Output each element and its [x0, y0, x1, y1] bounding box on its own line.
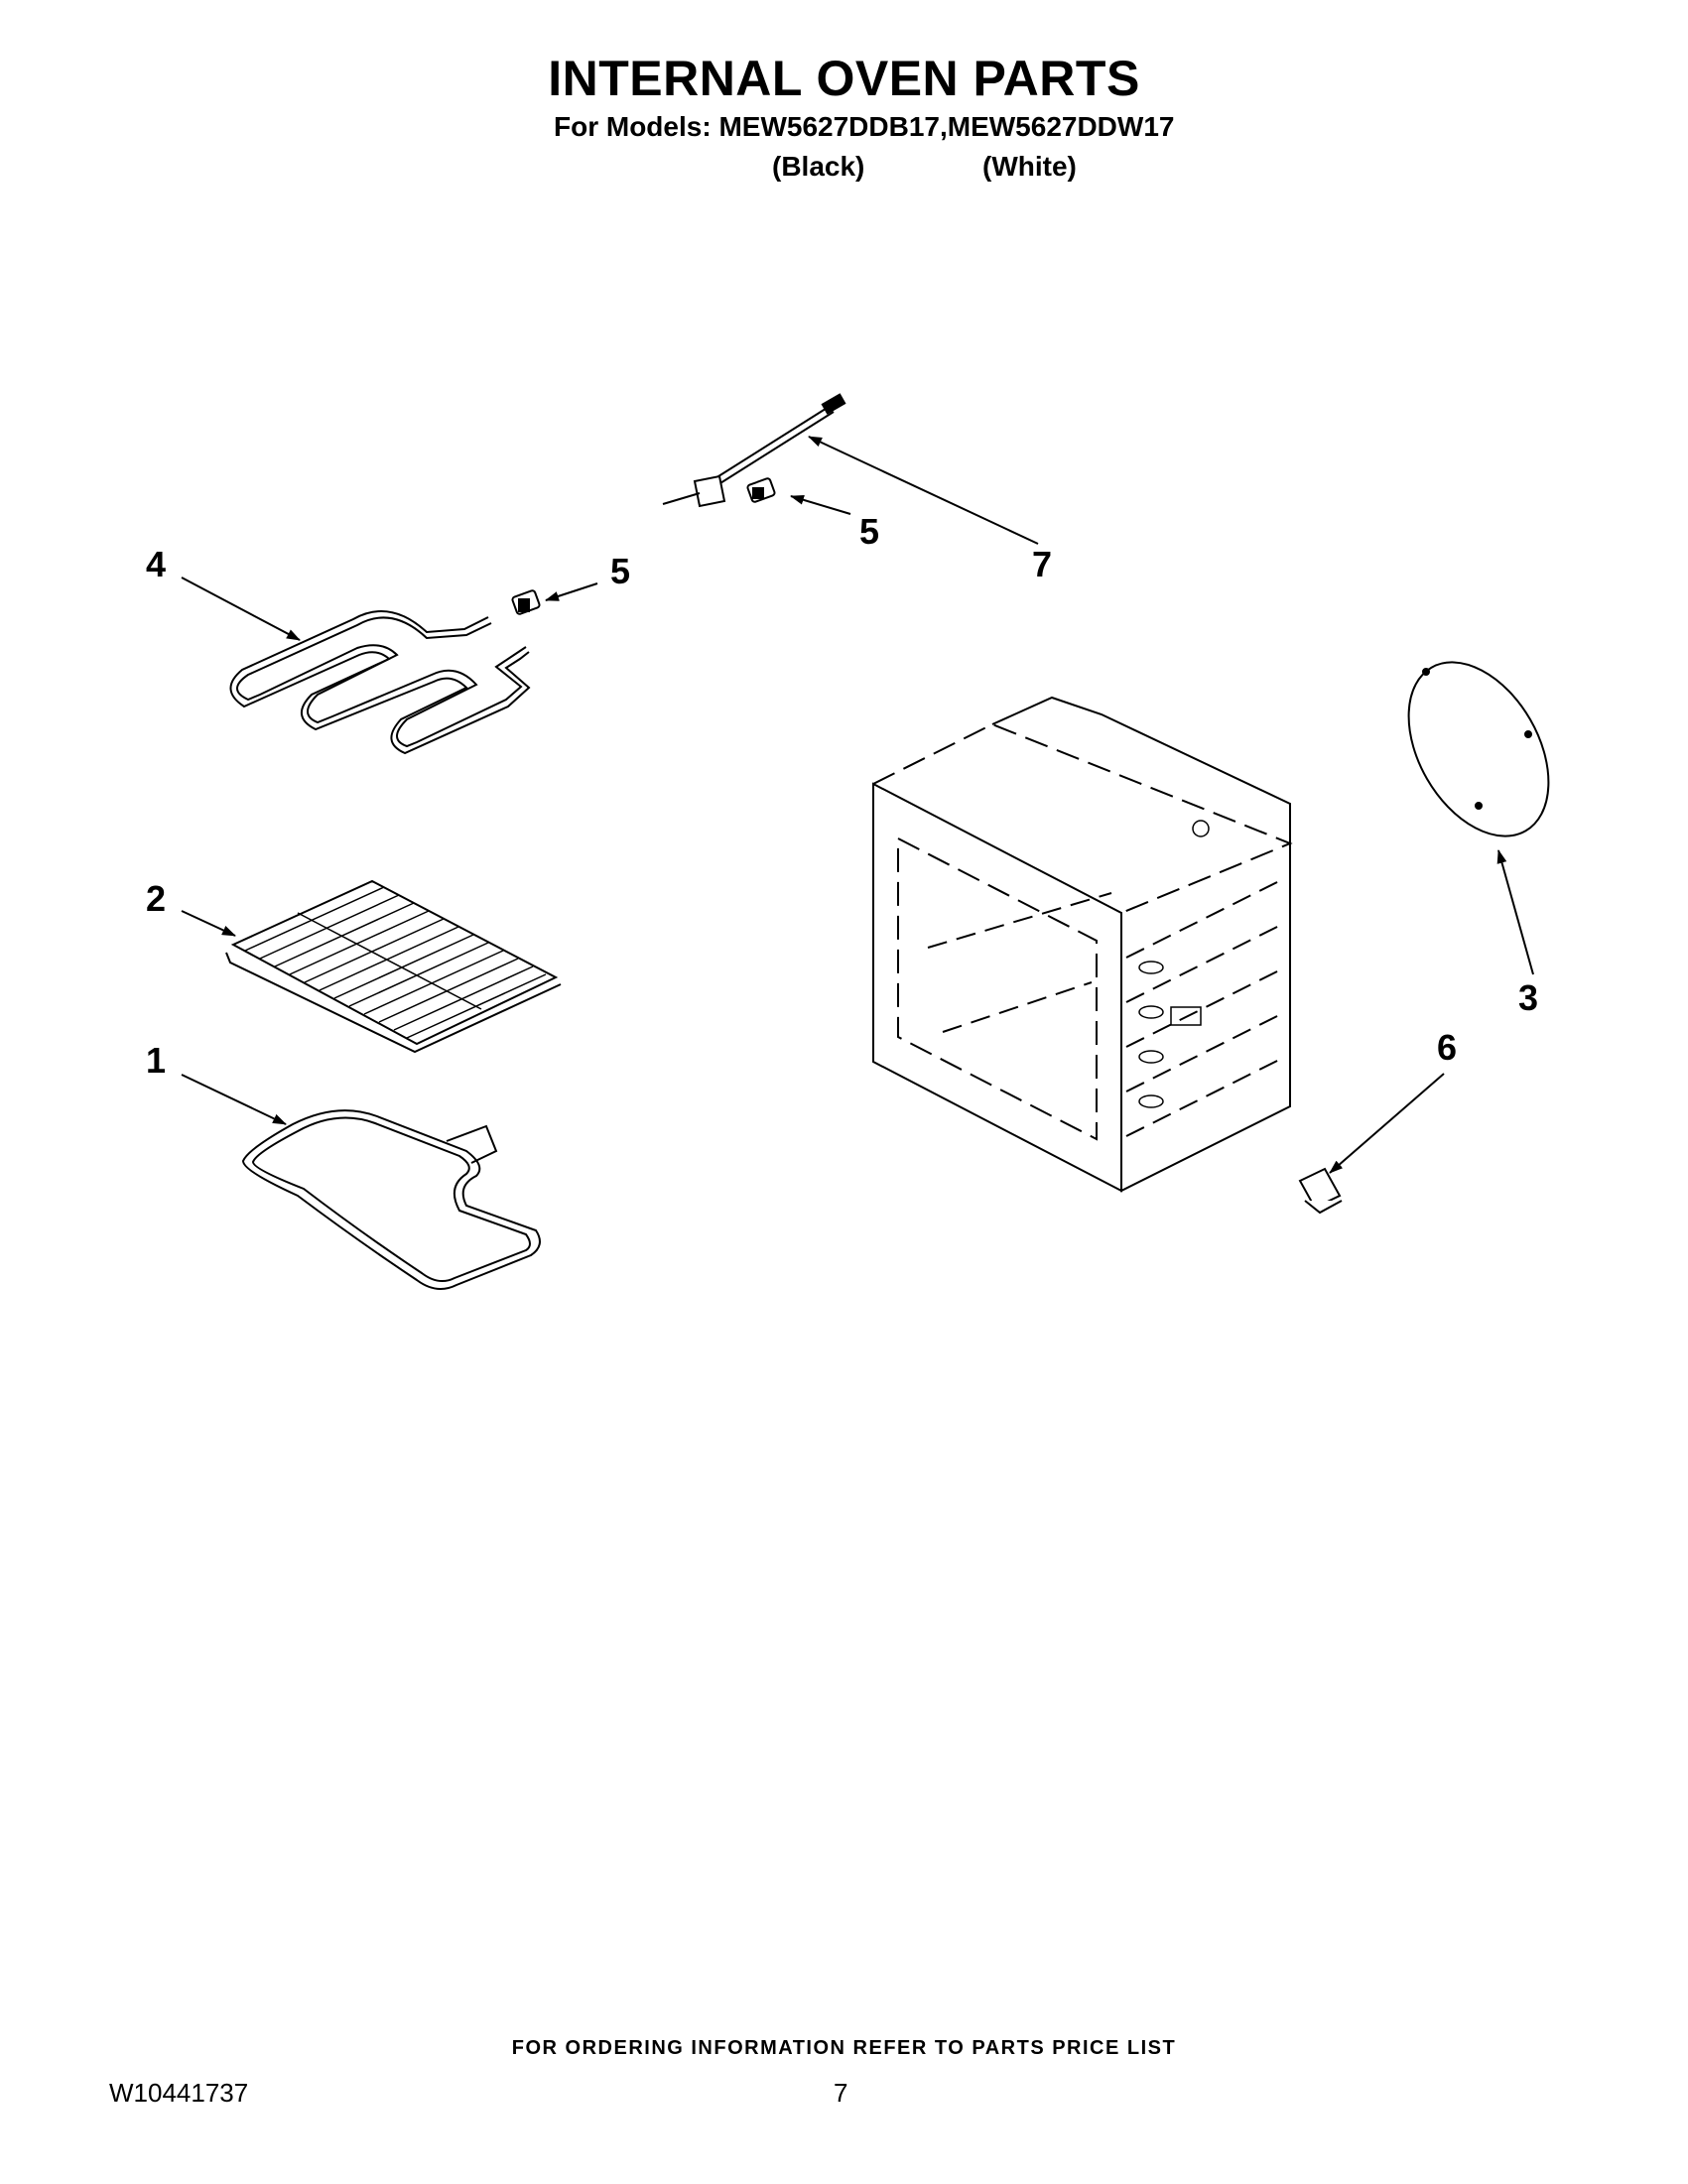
- callout-7: 7: [1032, 544, 1053, 584]
- oven-light-cover: [1407, 661, 1550, 837]
- variant-white-label: (White): [982, 151, 1077, 182]
- leader-arrow-5-left: [545, 582, 598, 601]
- screw-left: [511, 589, 541, 615]
- variant-black-label: (Black): [772, 151, 865, 182]
- callout-4: 4: [146, 544, 167, 584]
- leader-arrow-4: [181, 577, 301, 641]
- callout-1: 1: [146, 1040, 167, 1081]
- leader-arrow-3: [1496, 849, 1534, 975]
- callout-3: 3: [1518, 977, 1539, 1018]
- callout-2: 2: [146, 878, 167, 919]
- models-line: For Models: MEW5627DDB17,MEW5627DDW17: [554, 111, 1175, 142]
- leader-arrow-7: [808, 436, 1039, 545]
- leader-arrows: [181, 436, 1534, 1174]
- broil-element: [229, 610, 531, 755]
- callout-5-left: 5: [610, 551, 631, 591]
- leader-arrow-2: [181, 910, 236, 937]
- page-number: 7: [834, 2078, 848, 2108]
- screw-right: [746, 477, 776, 503]
- leader-arrow-5-right: [790, 494, 851, 515]
- callout-6: 6: [1437, 1027, 1458, 1068]
- oven-cavity: [872, 696, 1293, 1193]
- mounting-bracket: [1298, 1167, 1343, 1215]
- leader-arrow-6: [1329, 1073, 1445, 1174]
- page-title: INTERNAL OVEN PARTS: [548, 51, 1140, 106]
- bake-element: [241, 1109, 541, 1290]
- leader-arrow-1: [181, 1074, 287, 1125]
- oven-sensor: [662, 393, 846, 508]
- oven-rack: [225, 879, 562, 1054]
- ordering-note: FOR ORDERING INFORMATION REFER TO PARTS …: [511, 2037, 1177, 2059]
- callout-5-right: 5: [859, 511, 880, 552]
- document-number: W10441737: [109, 2078, 249, 2108]
